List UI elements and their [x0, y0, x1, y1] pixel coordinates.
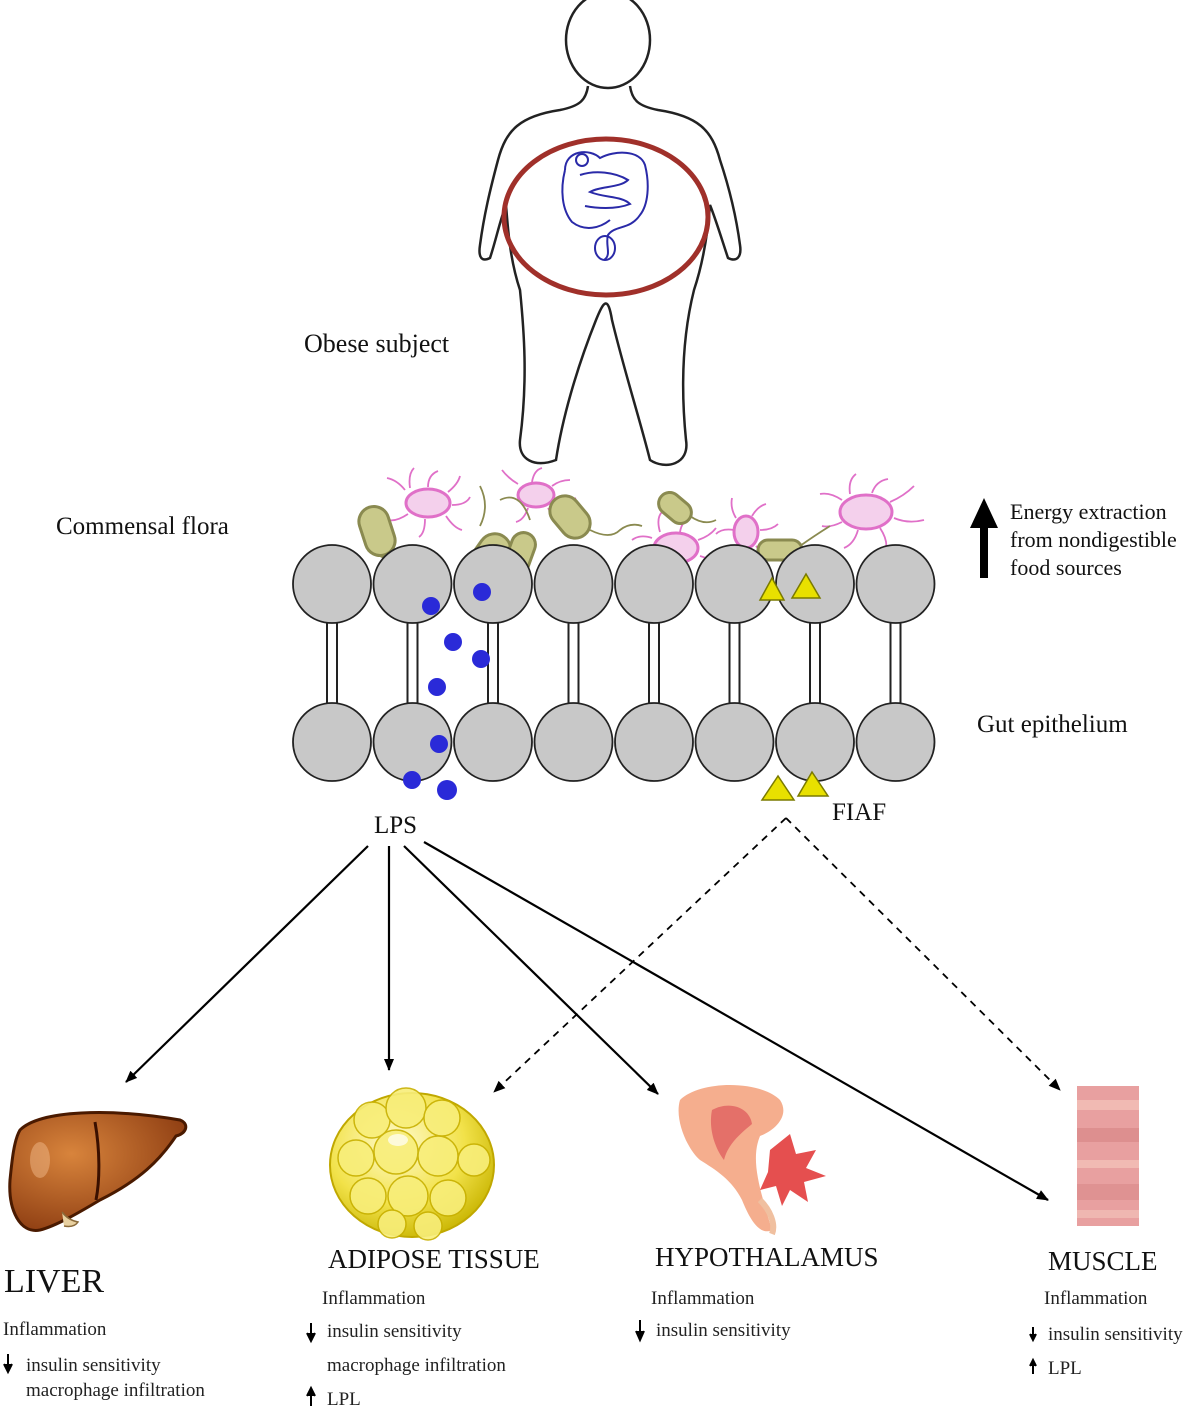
energy-extraction-line3: food sources [1010, 555, 1122, 580]
adipose-title: ADIPOSE TISSUE [328, 1244, 540, 1274]
adipose-line-inflammation: Inflammation [322, 1288, 426, 1309]
epithelial-cell [694, 544, 775, 782]
energy-extraction-line1: Energy extraction [1010, 499, 1167, 524]
obese-subject-label: Obese subject [304, 329, 450, 358]
liver-title: LIVER [4, 1263, 104, 1300]
head-outline [564, 0, 652, 90]
gut-epithelium-label: Gut epithelium [977, 711, 1128, 738]
gut-highlight-ring [501, 136, 711, 298]
epithelial-cell [614, 544, 694, 782]
hypothalamus-line-insulin: insulin sensitivity [656, 1320, 791, 1341]
adipose-line-macrophage: macrophage infiltration [327, 1355, 506, 1376]
fiaf-arrows [493, 817, 1061, 1093]
energy-extraction-line2: from nondigestible [1010, 527, 1177, 552]
lps-arrows [125, 841, 1049, 1201]
up-arrow-icon [306, 1385, 316, 1406]
liver-line-inflammation: Inflammation [3, 1319, 107, 1340]
arrow-lps-to-muscle [423, 841, 1049, 1201]
epithelial-cell [855, 544, 936, 782]
lps-molecules [403, 583, 491, 800]
muscle-line-insulin: insulin sensitivity [1048, 1324, 1183, 1345]
lps-label: LPS [374, 812, 417, 839]
liver-icon [8, 1111, 188, 1232]
muscle-line-inflammation: Inflammation [1044, 1288, 1148, 1309]
body-outline [478, 85, 742, 467]
arrow-lps-to-hypothalamus [403, 845, 659, 1095]
up-arrow-icon [970, 498, 998, 578]
obese-subject-figure [478, 0, 742, 467]
arrow-fiaf-to-adipose [493, 817, 787, 1093]
fiaf-label: FIAF [832, 799, 886, 826]
down-arrow-icon [3, 1354, 13, 1375]
hypothalamus-brain-icon [678, 1085, 826, 1236]
commensal-flora-label: Commensal flora [56, 513, 229, 540]
muscle-title: MUSCLE [1048, 1246, 1158, 1276]
muscle-tissue-icon [1077, 1086, 1139, 1226]
hypothalamus-title: HYPOTHALAMUS [655, 1242, 879, 1272]
pink-bacterium-icon [386, 467, 471, 538]
intestine-icon [561, 151, 649, 261]
muscle-line-lpl: LPL [1048, 1358, 1082, 1379]
liver-line-macrophage: macrophage infiltration [26, 1380, 205, 1401]
hypothalamus-line-inflammation: Inflammation [651, 1288, 755, 1309]
arrow-fiaf-to-muscle [785, 817, 1061, 1091]
gut-epithelium-layer [292, 544, 936, 782]
fiaf-molecules [758, 572, 830, 801]
pink-bacterium-icon [819, 473, 925, 551]
epithelial-cell [453, 544, 533, 782]
epithelial-cell [292, 544, 372, 782]
adipose-line-insulin: insulin sensitivity [327, 1321, 462, 1342]
olive-bacterium-icon [548, 494, 643, 540]
arrow-lps-to-liver [125, 845, 369, 1083]
down-arrow-icon [306, 1323, 316, 1344]
olive-bacterium-icon [657, 491, 717, 525]
down-arrow-icon [635, 1320, 645, 1343]
gut-region [501, 136, 711, 298]
down-arrow-icon [1029, 1327, 1037, 1343]
epithelial-cell [775, 544, 855, 782]
liver-line-insulin: insulin sensitivity [26, 1355, 161, 1376]
adipose-tissue-icon [329, 1087, 495, 1241]
epithelial-cell [533, 544, 614, 782]
up-arrow-icon [1029, 1357, 1037, 1374]
adipose-line-lpl: LPL [327, 1389, 361, 1410]
